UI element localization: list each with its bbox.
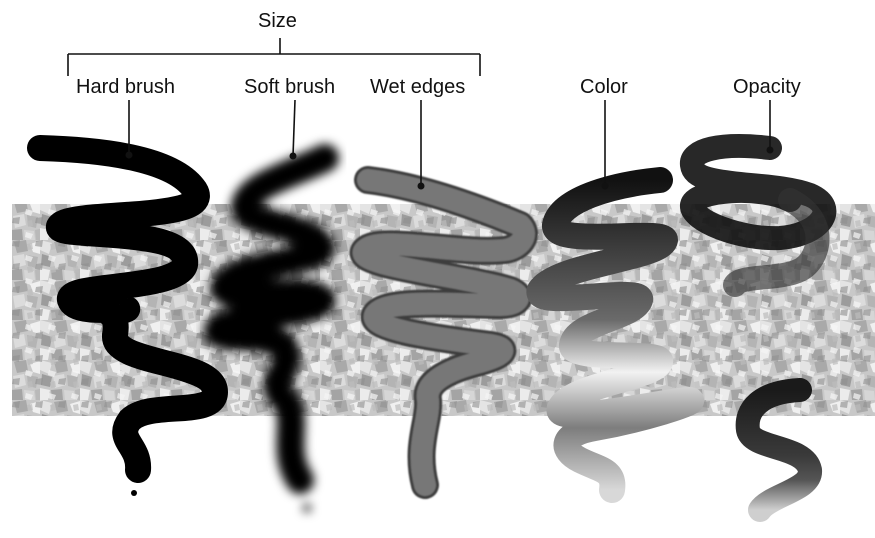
size-bracket xyxy=(68,38,480,76)
opacity-label: Opacity xyxy=(733,76,801,98)
wet-edges-label: Wet edges xyxy=(370,76,465,98)
color-dot xyxy=(602,183,609,190)
color-label: Color xyxy=(580,76,628,98)
soft-brush-leader xyxy=(293,100,295,156)
size-label: Size xyxy=(258,10,297,32)
hard-brush-label: Hard brush xyxy=(76,76,175,98)
soft-brush-dot xyxy=(290,153,297,160)
callout-lines xyxy=(126,100,774,190)
soft-brush-label: Soft brush xyxy=(244,76,335,98)
hard-brush-dot xyxy=(126,152,133,159)
opacity-dot xyxy=(767,147,774,154)
wet-edges-dot xyxy=(418,183,425,190)
